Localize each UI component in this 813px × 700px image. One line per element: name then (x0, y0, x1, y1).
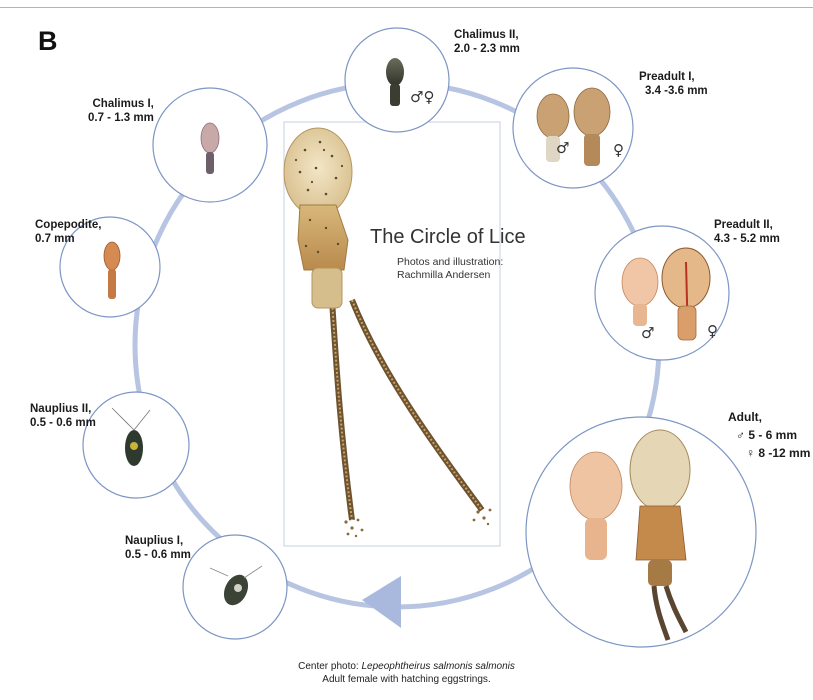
caption-line1: Center photo: Lepeophtheirus salmonis sa… (0, 660, 813, 673)
male-symbol-preadult-1: ♂ (556, 139, 569, 157)
figure-caption: Center photo: Lepeophtheirus salmonis sa… (0, 660, 813, 686)
label-adult: Adult, ♂ 5 - 6 mm ♀ 8 -12 mm (728, 410, 810, 460)
label-nauplius-1: Nauplius I, 0.5 - 0.6 mm (125, 534, 191, 562)
stage-size: 0.5 - 0.6 mm (30, 416, 96, 430)
stage-circle-preadult-1 (513, 68, 633, 188)
caption-prefix: Center photo: (298, 661, 361, 672)
stage-size: 4.3 - 5.2 mm (714, 232, 780, 246)
stage-name: Adult, (728, 410, 810, 424)
stage-name: Nauplius I, (125, 534, 191, 548)
stage-circle-adult (526, 417, 756, 647)
stage-circle-chalimus-1 (153, 88, 267, 202)
stage-circle-chalimus-2 (345, 28, 449, 132)
photo-credit-line2: Rachmilla Andersen (397, 269, 503, 282)
stage-size: 0.7 - 1.3 mm (88, 111, 154, 125)
stage-size: 2.0 - 2.3 mm (454, 42, 520, 56)
male-symbol-preadult-2: ♂ (641, 324, 654, 342)
label-chalimus-2: Chalimus II, 2.0 - 2.3 mm (454, 28, 520, 56)
label-preadult-1: Preadult I, 3.4 -3.6 mm (639, 70, 708, 98)
label-chalimus-1: Chalimus I, 0.7 - 1.3 mm (88, 97, 154, 125)
stage-circle-nauplius-2 (83, 392, 189, 498)
label-copepodite: Copepodite, 0.7 mm (35, 218, 101, 246)
photo-credit: Photos and illustration: Rachmilla Ander… (397, 256, 503, 282)
stage-name: Copepodite, (35, 218, 101, 232)
stage-size: 0.5 - 0.6 mm (125, 548, 191, 562)
adult-female-size: ♀ 8 -12 mm (728, 446, 810, 460)
label-preadult-2: Preadult II, 4.3 - 5.2 mm (714, 218, 780, 246)
sex-symbols-chalimus-2: ♂♀ (410, 88, 434, 106)
stage-size: 0.7 mm (35, 232, 101, 246)
caption-species: Lepeophtheirus salmonis salmonis (361, 661, 514, 672)
stage-name: Chalimus I, (88, 97, 154, 111)
stage-name: Preadult II, (714, 218, 780, 232)
stage-name: Chalimus II, (454, 28, 520, 42)
stage-name: Nauplius II, (30, 402, 96, 416)
stage-size: 3.4 -3.6 mm (639, 84, 708, 98)
female-symbol-preadult-2: ♀ (707, 322, 718, 340)
adult-male-size: ♂ 5 - 6 mm (728, 428, 810, 442)
photo-credit-line1: Photos and illustration: (397, 256, 503, 269)
diagram-title: The Circle of Lice (370, 226, 526, 249)
cycle-direction-arrow (362, 576, 401, 628)
stage-name: Preadult I, (639, 70, 708, 84)
stage-circle-nauplius-1 (183, 535, 287, 639)
caption-line2: Adult female with hatching eggstrings. (0, 673, 813, 686)
label-nauplius-2: Nauplius II, 0.5 - 0.6 mm (30, 402, 96, 430)
female-symbol-preadult-1: ♀ (613, 141, 624, 159)
